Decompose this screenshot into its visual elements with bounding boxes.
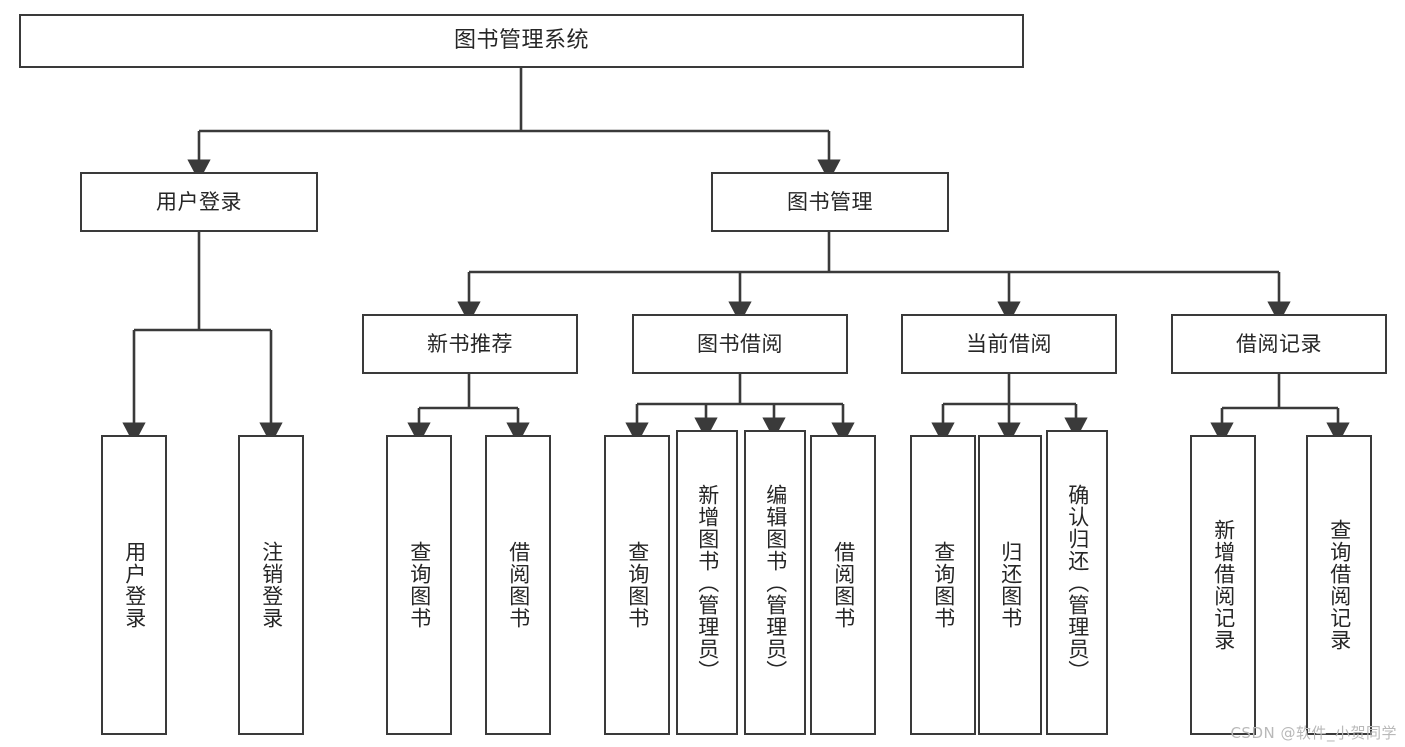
node-leaf-logout[interactable]: 注销登录 — [238, 435, 304, 735]
node-root[interactable]: 图书管理系统 — [19, 14, 1024, 68]
node-leaf-user-login-label: 用户登录 — [122, 541, 147, 629]
node-book-borrow[interactable]: 图书借阅 — [632, 314, 848, 374]
node-borrow-record-label: 借阅记录 — [1236, 331, 1322, 356]
node-leaf-add-book[interactable]: 新增图书（管理员） — [676, 430, 738, 735]
node-leaf-borrow-book-1[interactable]: 借阅图书 — [485, 435, 551, 735]
node-leaf-confirm-return[interactable]: 确认归还（管理员） — [1046, 430, 1108, 735]
node-leaf-return-book[interactable]: 归还图书 — [978, 435, 1042, 735]
node-leaf-query-record[interactable]: 查询借阅记录 — [1306, 435, 1372, 735]
node-new-book-recommend[interactable]: 新书推荐 — [362, 314, 578, 374]
node-leaf-query-book-2-label: 查询图书 — [625, 541, 650, 629]
node-leaf-query-book-3-label: 查询图书 — [931, 541, 956, 629]
node-leaf-logout-label: 注销登录 — [259, 541, 284, 629]
node-current-borrow-label: 当前借阅 — [966, 331, 1052, 356]
node-leaf-query-book-1-label: 查询图书 — [407, 541, 432, 629]
node-leaf-confirm-return-label: 确认归还（管理员） — [1065, 483, 1090, 682]
node-leaf-query-book-1[interactable]: 查询图书 — [386, 435, 452, 735]
node-current-borrow[interactable]: 当前借阅 — [901, 314, 1117, 374]
node-leaf-return-book-label: 归还图书 — [998, 541, 1023, 629]
node-new-book-recommend-label: 新书推荐 — [427, 331, 513, 356]
node-leaf-edit-book[interactable]: 编辑图书（管理员） — [744, 430, 806, 735]
watermark-text: CSDN @软件_小贺同学 — [1230, 724, 1397, 742]
node-borrow-record[interactable]: 借阅记录 — [1171, 314, 1387, 374]
node-user-login[interactable]: 用户登录 — [80, 172, 318, 232]
node-leaf-edit-book-label: 编辑图书（管理员） — [763, 483, 788, 682]
node-leaf-add-record-label: 新增借阅记录 — [1211, 519, 1236, 651]
node-leaf-borrow-book-2-label: 借阅图书 — [831, 541, 856, 629]
node-leaf-borrow-book-1-label: 借阅图书 — [506, 541, 531, 629]
node-root-label: 图书管理系统 — [453, 28, 589, 54]
node-book-manage[interactable]: 图书管理 — [711, 172, 949, 232]
node-user-login-label: 用户登录 — [156, 189, 242, 214]
node-leaf-query-book-2[interactable]: 查询图书 — [604, 435, 670, 735]
node-book-borrow-label: 图书借阅 — [697, 331, 783, 356]
node-leaf-query-record-label: 查询借阅记录 — [1327, 519, 1352, 651]
node-book-manage-label: 图书管理 — [787, 189, 873, 214]
node-leaf-borrow-book-2[interactable]: 借阅图书 — [810, 435, 876, 735]
node-leaf-add-record[interactable]: 新增借阅记录 — [1190, 435, 1256, 735]
node-leaf-query-book-3[interactable]: 查询图书 — [910, 435, 976, 735]
node-leaf-user-login[interactable]: 用户登录 — [101, 435, 167, 735]
node-leaf-add-book-label: 新增图书（管理员） — [695, 483, 720, 682]
